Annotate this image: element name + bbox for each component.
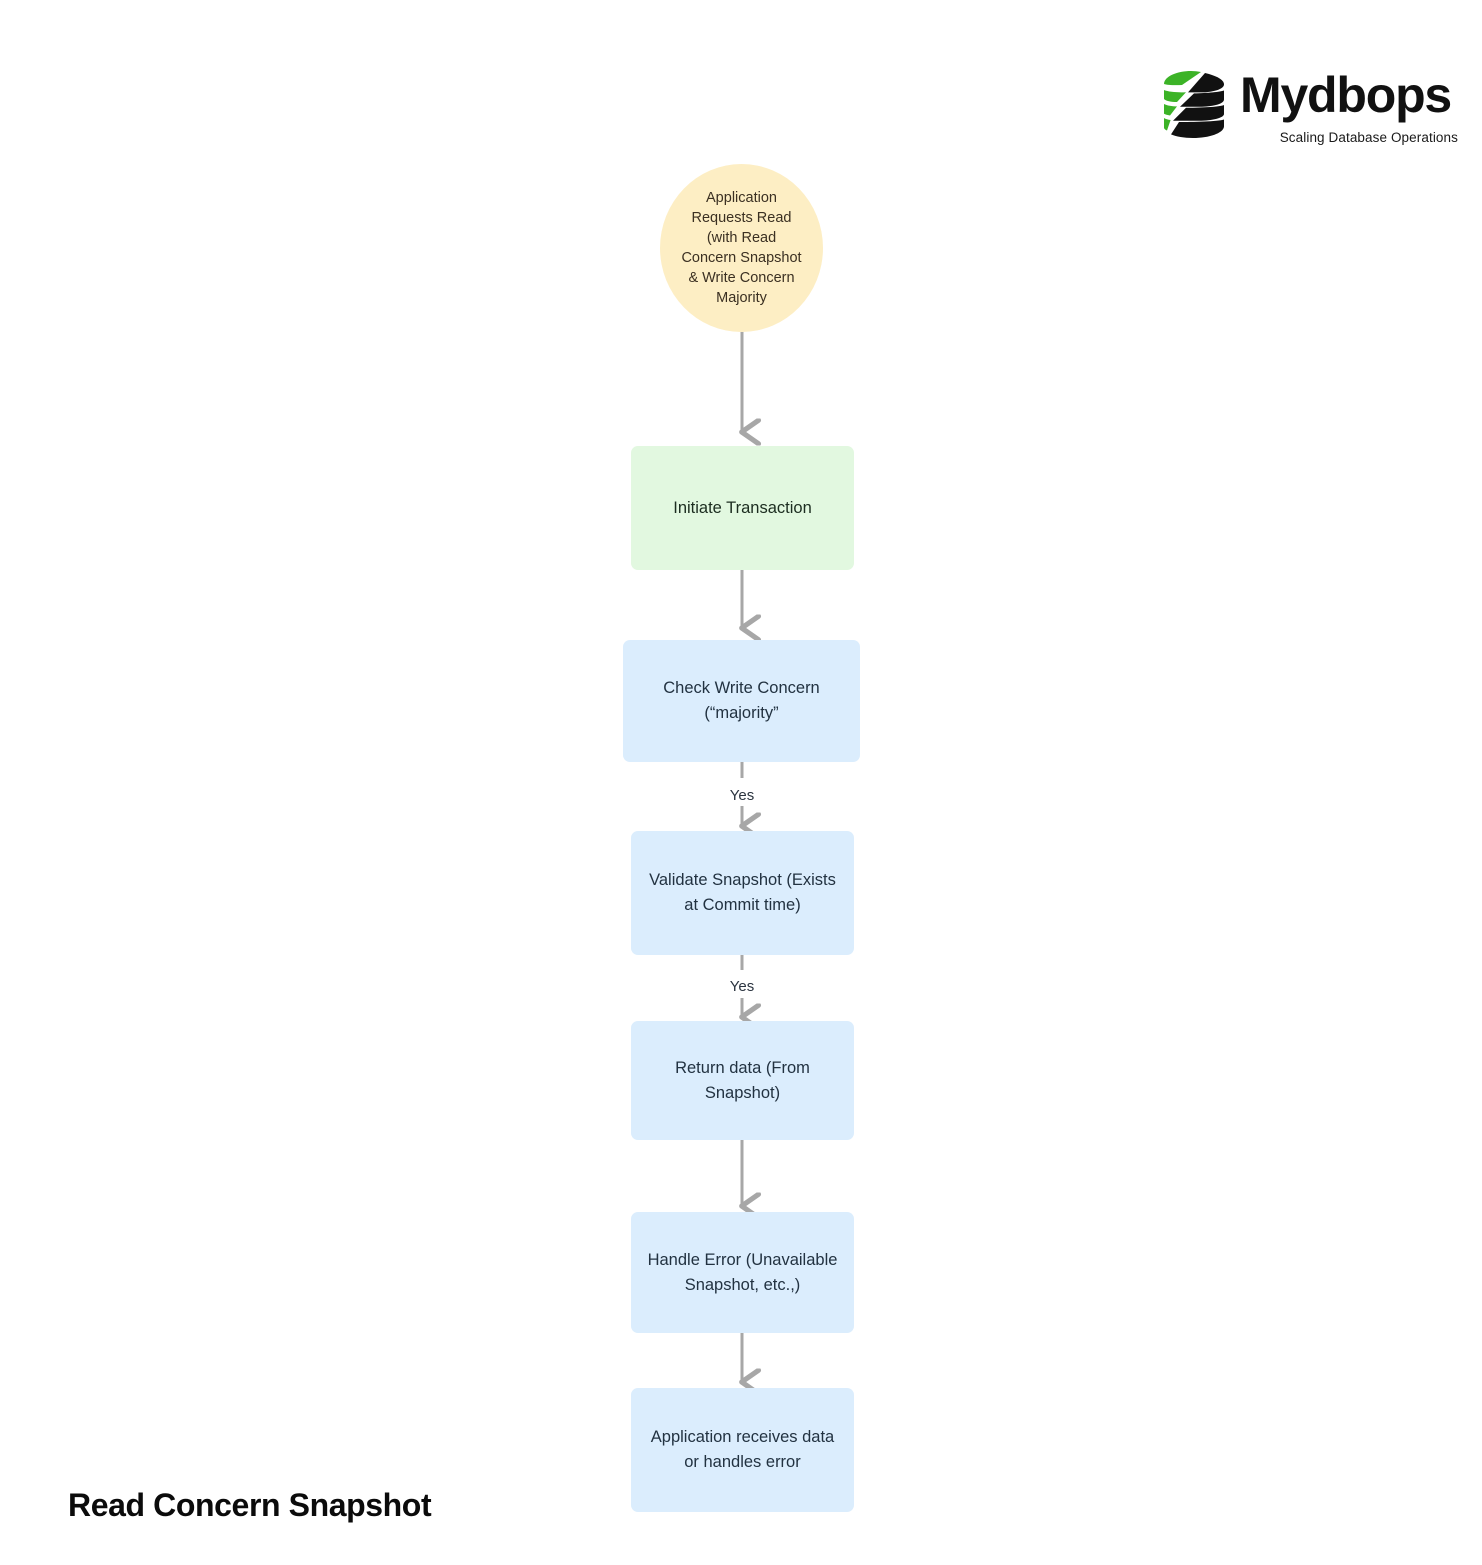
brand-wordmark: Mydbops [1240, 67, 1452, 123]
database-cylinder-icon [1164, 71, 1224, 138]
node-label: Application Requests Read (with Read Con… [681, 190, 802, 306]
node-application-receives-data[interactable]: Application receives data or handles err… [631, 1388, 854, 1512]
node-label: Check Write Concern (“majority” [663, 679, 820, 722]
node-handle-error[interactable]: Handle Error (Unavailable Snapshot, etc.… [631, 1212, 854, 1333]
node-label: Validate Snapshot (Exists at Commit time… [649, 871, 836, 914]
edge-label-yes-1: Yes [729, 787, 755, 804]
node-application-requests-read[interactable]: Application Requests Read (with Read Con… [660, 164, 823, 332]
brand-tagline: Scaling Database Operations [1279, 130, 1458, 145]
node-label: Initiate Transaction [673, 498, 812, 517]
node-check-write-concern[interactable]: Check Write Concern (“majority” [623, 640, 860, 762]
node-validate-snapshot[interactable]: Validate Snapshot (Exists at Commit time… [631, 831, 854, 955]
node-label: Application receives data or handles err… [650, 1428, 835, 1471]
node-label: Handle Error (Unavailable Snapshot, etc.… [647, 1250, 838, 1294]
node-initiate-transaction[interactable]: Initiate Transaction [631, 446, 854, 570]
node-return-data[interactable]: Return data (From Snapshot) [631, 1021, 854, 1140]
brand-logo: Mydbops Scaling Database Operations [1158, 66, 1458, 152]
page-title: Read Concern Snapshot [68, 1487, 432, 1523]
edge-label-yes-2: Yes [729, 978, 755, 995]
node-label: Return data (From Snapshot) [675, 1058, 810, 1102]
